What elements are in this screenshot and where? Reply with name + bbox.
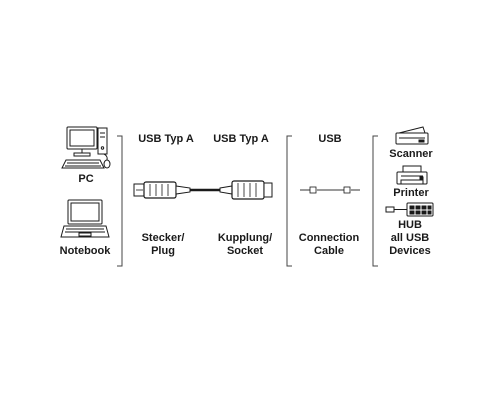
socket-desc-line1: Kupplung/ — [217, 232, 273, 244]
notebook-label: Notebook — [59, 245, 111, 257]
connection-cable — [300, 186, 360, 194]
pc-label: PC — [78, 173, 94, 185]
connection-type-label: USB — [318, 133, 342, 145]
middle-bracket — [286, 135, 292, 267]
printer-icon — [396, 165, 428, 185]
pc-icon — [61, 126, 111, 169]
usb-a-plug-body — [143, 181, 177, 199]
usb-hub-icon — [385, 202, 434, 217]
notebook-icon — [60, 199, 110, 238]
scanner-label: Scanner — [389, 148, 433, 160]
left-bracket — [117, 135, 123, 267]
right-bracket — [372, 135, 378, 267]
hub-label-line2: all USB — [390, 232, 430, 244]
scanner-icon — [395, 126, 429, 145]
socket-desc-line2: Socket — [226, 245, 264, 257]
socket-type-label: USB Typ A — [213, 133, 269, 145]
hub-label-line1: HUB — [398, 219, 422, 231]
usb-a-cable — [133, 180, 273, 200]
plug-desc-line2: Plug — [151, 245, 175, 257]
connection-desc-line1: Connection — [298, 232, 360, 244]
printer-label: Printer — [393, 187, 429, 199]
plug-desc-line1: Stecker/ — [141, 232, 185, 244]
usb-a-socket-body — [231, 180, 265, 200]
plug-type-label: USB Typ A — [138, 133, 194, 145]
connection-desc-line2: Cable — [314, 245, 344, 257]
usb-a-socket-opening — [263, 182, 273, 198]
hub-label-line3: Devices — [389, 245, 431, 257]
